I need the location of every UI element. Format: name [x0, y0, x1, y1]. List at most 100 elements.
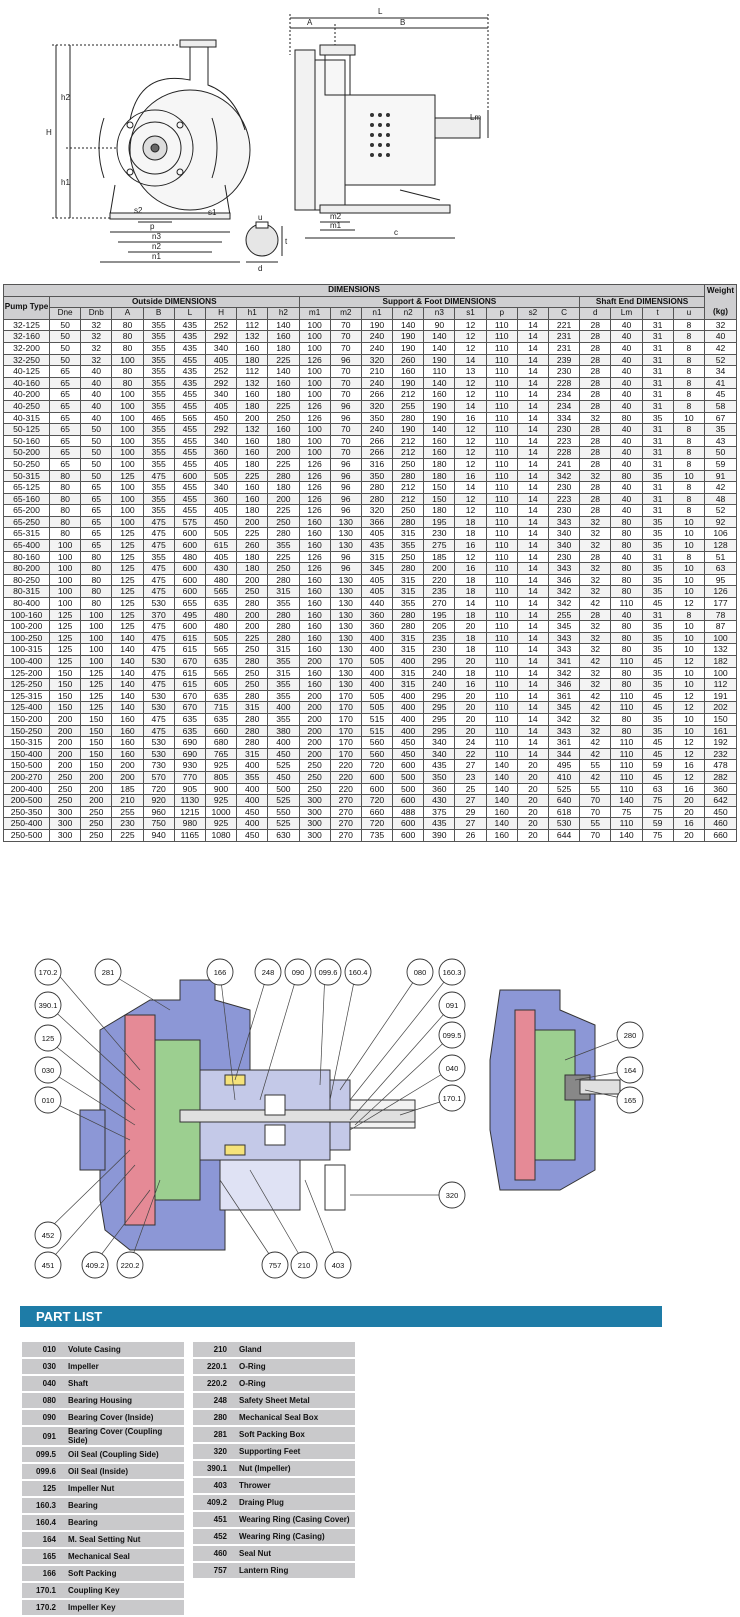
table-cell: 150: [80, 736, 113, 749]
table-cell: 35: [641, 620, 674, 633]
table-cell: 925: [204, 759, 238, 772]
table-cell: 225: [267, 399, 300, 413]
table-cell: 400: [267, 736, 300, 749]
table-cell: 660: [704, 828, 737, 842]
table-cell: 315: [360, 550, 394, 564]
table-cell: 10: [672, 620, 706, 633]
table-cell: 360: [360, 620, 394, 633]
table-cell: 100: [298, 388, 331, 401]
table-cell: 355: [142, 330, 175, 343]
table-cell: 110: [485, 655, 518, 668]
table-cell: 295: [423, 701, 456, 714]
part-code: 170.2: [22, 1600, 64, 1615]
table-cell: 110: [485, 399, 518, 413]
table-cell: 295: [423, 689, 456, 703]
table-cell: 58: [704, 399, 737, 413]
table-cell: 315: [392, 643, 425, 656]
table-cell: 239: [547, 353, 581, 367]
table-cell: 505: [360, 655, 394, 668]
pump-type-cell: 125-400: [3, 701, 50, 714]
table-cell: 80: [111, 318, 144, 332]
table-cell: 130: [329, 527, 362, 541]
table-cell: 340: [204, 434, 238, 448]
table-cell: 635: [173, 712, 206, 726]
table-cell: 130: [329, 666, 362, 680]
table-cell: 10: [672, 515, 706, 529]
table-cell: 14: [516, 434, 550, 448]
table-cell: 234: [547, 399, 581, 413]
table-cell: 200: [48, 747, 82, 761]
table-cell: 35: [641, 515, 674, 529]
table-cell: 355: [142, 434, 175, 448]
table-cell: 125: [48, 655, 82, 668]
table-cell: 635: [204, 655, 238, 668]
table-cell: 132: [236, 423, 269, 436]
table-cell: 50: [80, 446, 113, 459]
column-header: A: [111, 307, 144, 320]
table-cell: 200: [298, 689, 331, 703]
table-cell: 110: [485, 376, 518, 390]
table-cell: 16: [672, 817, 706, 830]
table-cell: 80: [111, 341, 144, 355]
table-cell: 150: [704, 712, 737, 726]
table-cell: 35: [641, 631, 674, 645]
table-cell: 342: [547, 585, 581, 599]
table-cell: 110: [610, 689, 643, 703]
table-cell: 266: [360, 434, 394, 448]
pump-type-cell: 100-315: [3, 643, 50, 656]
table-cell: 343: [547, 643, 581, 656]
table-cell: 292: [204, 330, 238, 343]
table-cell: 344: [547, 747, 581, 761]
table-cell: 50: [48, 353, 82, 367]
table-cell: 200: [48, 736, 82, 749]
table-cell: 80: [610, 515, 643, 529]
table-cell: 615: [173, 631, 206, 645]
table-cell: 110: [610, 747, 643, 761]
table-cell: 280: [267, 573, 300, 587]
table-cell: 390: [423, 828, 456, 842]
table-cell: 32: [579, 411, 612, 425]
table-cell: 12: [672, 597, 706, 610]
table-cell: 12: [454, 423, 487, 436]
table-cell: 20: [516, 770, 550, 784]
table-cell: 160: [111, 747, 144, 761]
pump-type-cell: 65-200: [3, 504, 50, 517]
part-code: 160.4: [22, 1515, 64, 1530]
table-cell: 110: [485, 527, 518, 541]
part-name: Lantern Ring: [235, 1563, 355, 1578]
table-cell: 8: [672, 446, 706, 459]
table-cell: 31: [641, 550, 674, 564]
pump-type-cell: 40-250: [3, 399, 50, 413]
table-cell: 232: [704, 747, 737, 761]
table-cell: 600: [173, 539, 206, 552]
table-cell: 280: [392, 515, 425, 529]
column-header: u: [672, 307, 706, 320]
part-code: 170.1: [22, 1583, 64, 1598]
table-cell: 110: [485, 457, 518, 471]
pump-type-cell: 50-125: [3, 423, 50, 436]
table-cell: 160: [236, 341, 269, 355]
table-cell: 16: [672, 759, 706, 772]
table-cell: 1000: [204, 805, 238, 819]
pump-type-cell: 150-200: [3, 712, 50, 726]
table-cell: 14: [516, 736, 550, 749]
table-cell: 80: [48, 469, 82, 483]
part-code: 460: [193, 1546, 235, 1561]
table-cell: 130: [329, 631, 362, 645]
table-cell: 735: [360, 828, 394, 842]
table-cell: 435: [173, 341, 206, 355]
table-cell: 220: [329, 759, 362, 772]
table-cell: 228: [547, 446, 581, 459]
table-cell: 14: [454, 597, 487, 610]
table-cell: 125: [48, 620, 82, 633]
table-cell: 48: [704, 492, 737, 506]
